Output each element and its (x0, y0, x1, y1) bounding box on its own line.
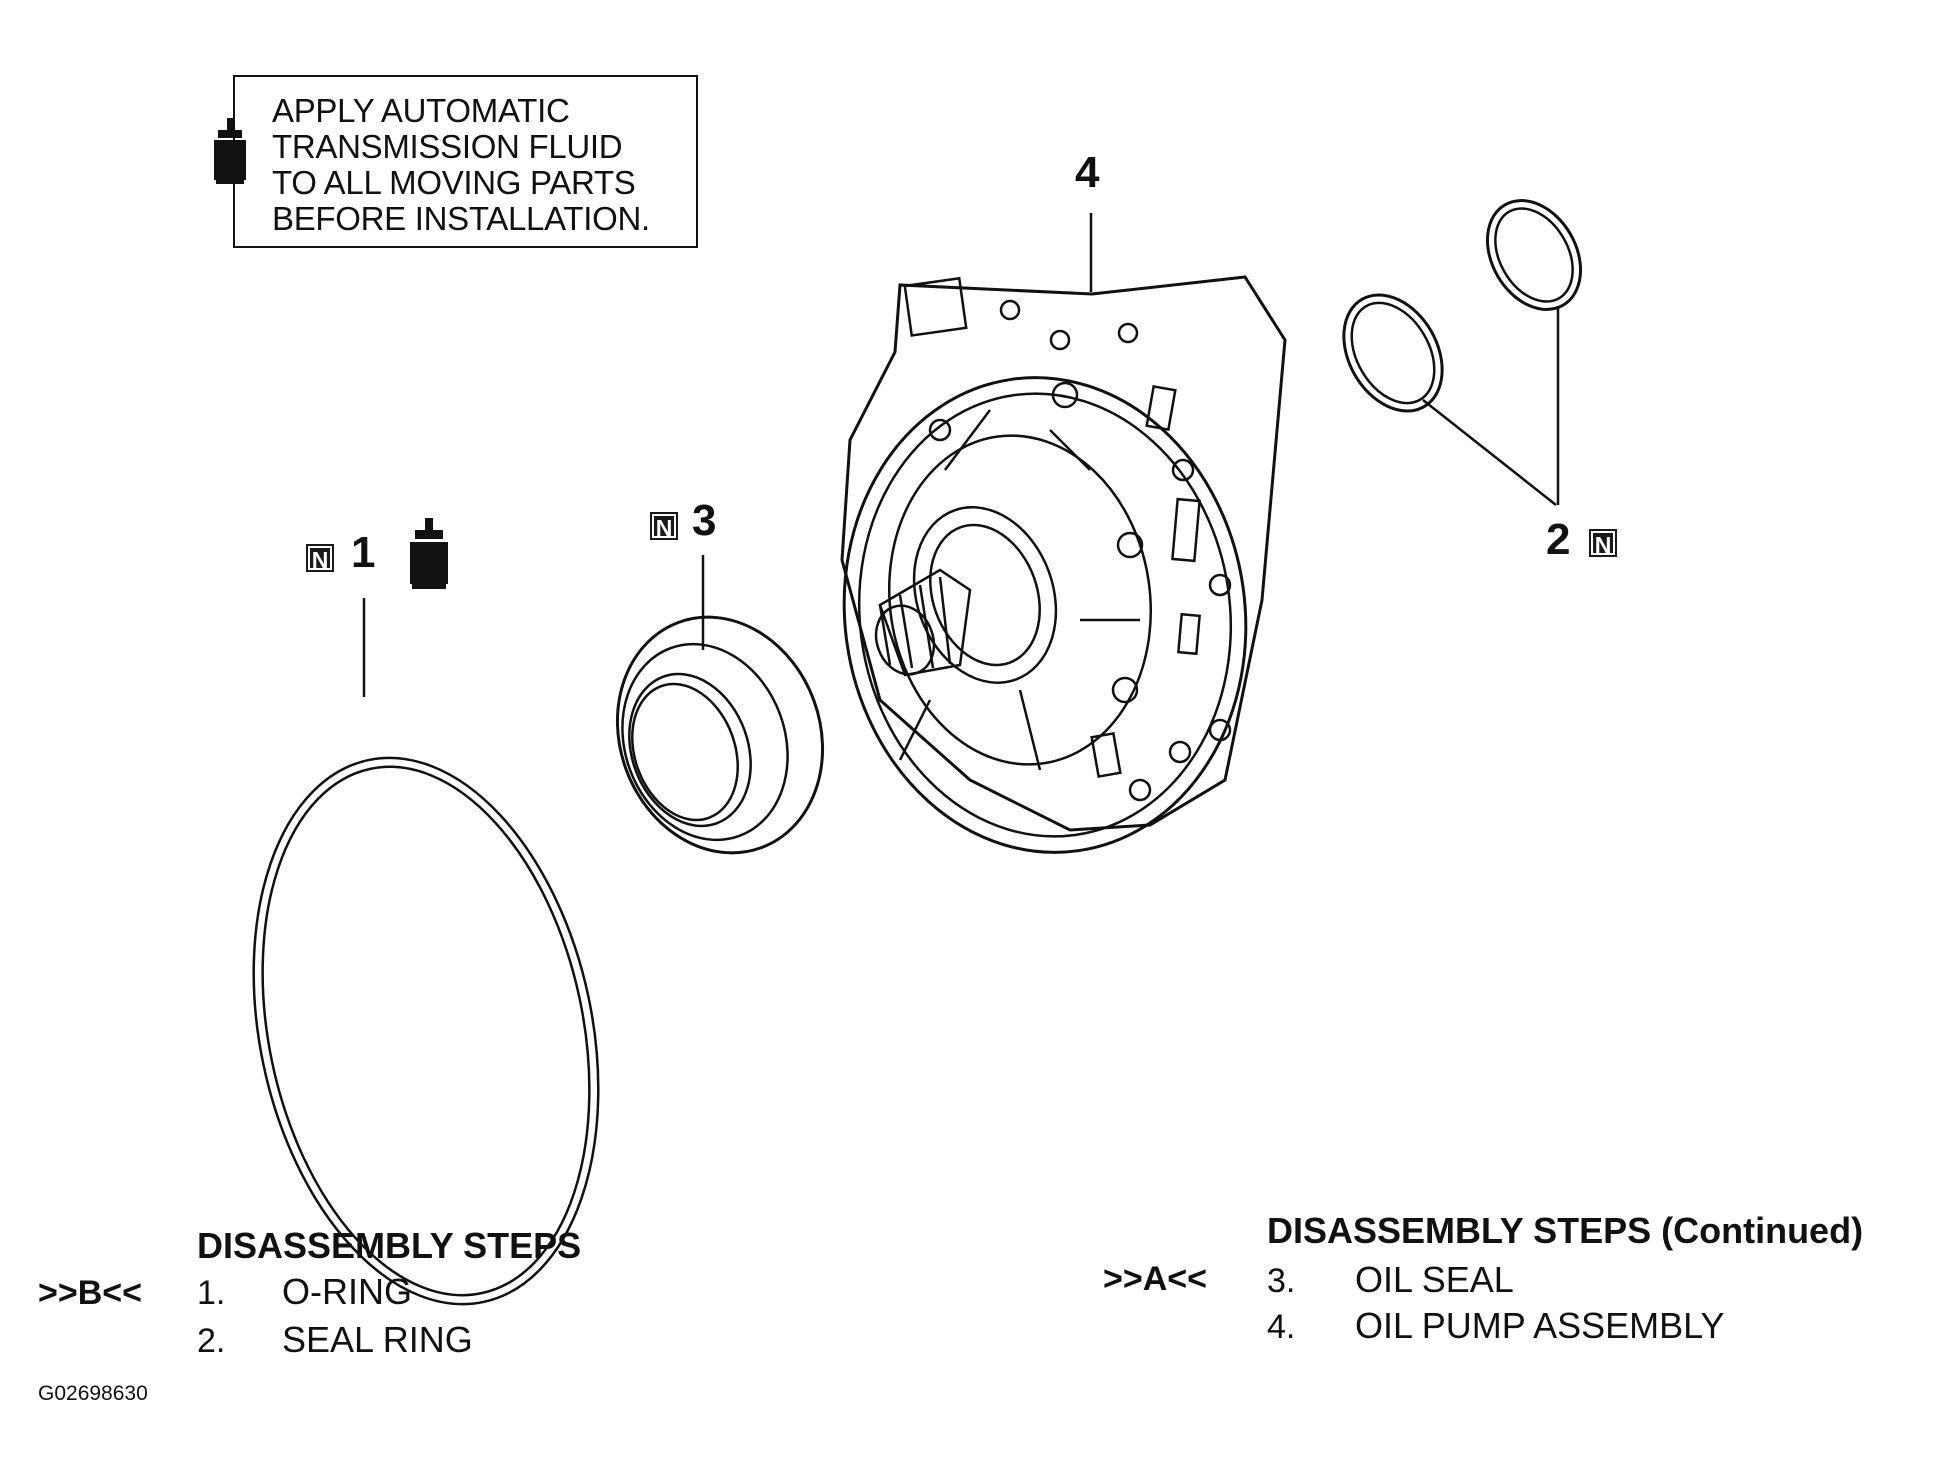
step-item-oil-pump-assembly: OIL PUMP ASSEMBLY (1355, 1305, 1725, 1346)
step-reference-a: >>A<< (1103, 1260, 1207, 1298)
step-number: 4. (1267, 1308, 1296, 1346)
oil-pump-assembly-part (840, 275, 1287, 854)
steps-heading: DISASSEMBLY STEPS (197, 1225, 582, 1266)
step-number: 2. (197, 1322, 226, 1360)
note-line-4: BEFORE INSTALLATION. (272, 200, 650, 237)
new-part-badge: N (306, 544, 334, 573)
seal-ring-part (1342, 199, 1583, 413)
fluid-bottle-icon (410, 518, 448, 589)
new-part-badge: N (650, 512, 678, 541)
step-number: 1. (197, 1274, 226, 1312)
oil-seal-part (615, 615, 825, 855)
figure-id: G02698630 (38, 1382, 148, 1405)
step-item-oil-seal: OIL SEAL (1355, 1259, 1514, 1300)
callout-1: 1 (351, 528, 376, 577)
fluid-bottle-icon (214, 118, 246, 184)
note-line-2: TRANSMISSION FLUID (272, 128, 623, 165)
o-ring-part (252, 756, 600, 1306)
note-line-1: APPLY AUTOMATIC (272, 92, 570, 129)
callout-4: 4 (1075, 148, 1100, 197)
note-line-3: TO ALL MOVING PARTS (272, 164, 636, 201)
steps-heading-continued: DISASSEMBLY STEPS (Continued) (1267, 1210, 1864, 1251)
step-item-seal-ring: SEAL RING (282, 1319, 473, 1360)
callout-2: 2 (1546, 515, 1571, 564)
leader-line-2a (1422, 399, 1557, 506)
step-item-o-ring: O-RING (282, 1271, 412, 1312)
step-number: 3. (1267, 1262, 1296, 1300)
step-reference-b: >>B<< (38, 1274, 142, 1312)
new-part-badge: N (1589, 529, 1617, 558)
instruction-note-box (233, 75, 698, 248)
callout-3: 3 (692, 496, 717, 545)
